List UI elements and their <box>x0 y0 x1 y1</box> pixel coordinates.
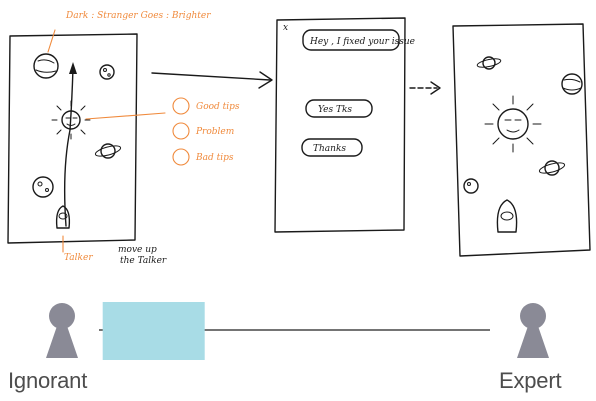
planet-icon <box>561 73 583 95</box>
annotation-pointer <box>47 29 56 53</box>
sun-icon <box>51 100 91 140</box>
planet-icon <box>33 53 59 79</box>
message-bubble-1: Hey , I fixed your issue <box>309 37 415 47</box>
phone-sketch-1: Dark : Stranger Goes : Brighter Good tip… <box>7 11 240 266</box>
flow-arrow-1 <box>151 71 273 89</box>
ignorant-person-icon <box>46 303 78 358</box>
flow-arrow-2 <box>409 81 441 95</box>
ignorant-label: Ignorant <box>8 368 88 393</box>
sun-icon <box>484 95 542 153</box>
legend-problem: Problem <box>172 122 234 140</box>
talker-character-icon <box>55 205 71 229</box>
svg-text:Problem: Problem <box>195 127 234 137</box>
phone1-bottom-note: Talker <box>64 253 93 263</box>
ringed-planet-icon <box>94 143 122 159</box>
asteroid-icon <box>99 64 115 80</box>
talker-character-icon <box>496 199 518 233</box>
svg-text:Bad tips: Bad tips <box>195 153 234 163</box>
expert-person-icon <box>517 303 549 358</box>
arrow-up-icon <box>69 62 77 74</box>
expert-label: Expert <box>499 368 562 393</box>
close-icon: x <box>283 23 288 33</box>
legend-bad-tips: Bad tips <box>172 148 234 166</box>
phone-sketch-3 <box>452 23 591 257</box>
phone1-side-note-line1: move up <box>118 245 157 255</box>
reply-option-2: Thanks <box>313 144 346 154</box>
phone1-side-note-line2: the Talker <box>120 256 167 266</box>
ringed-planet-icon <box>476 56 502 70</box>
knowledge-scale <box>46 302 549 360</box>
scale-position-marker <box>102 302 205 360</box>
asteroid-icon <box>32 176 54 198</box>
legend-good-tips: Good tips <box>172 97 240 115</box>
reply-option-1: Yes Tks <box>318 105 352 115</box>
asteroid-icon <box>463 178 479 194</box>
phone1-title-note: Dark : Stranger Goes : Brighter <box>65 11 211 21</box>
ringed-planet-icon <box>538 160 566 176</box>
svg-text:Good tips: Good tips <box>196 102 240 112</box>
phone-sketch-2: x Hey , I fixed your issue Yes Tks Thank… <box>274 17 415 233</box>
